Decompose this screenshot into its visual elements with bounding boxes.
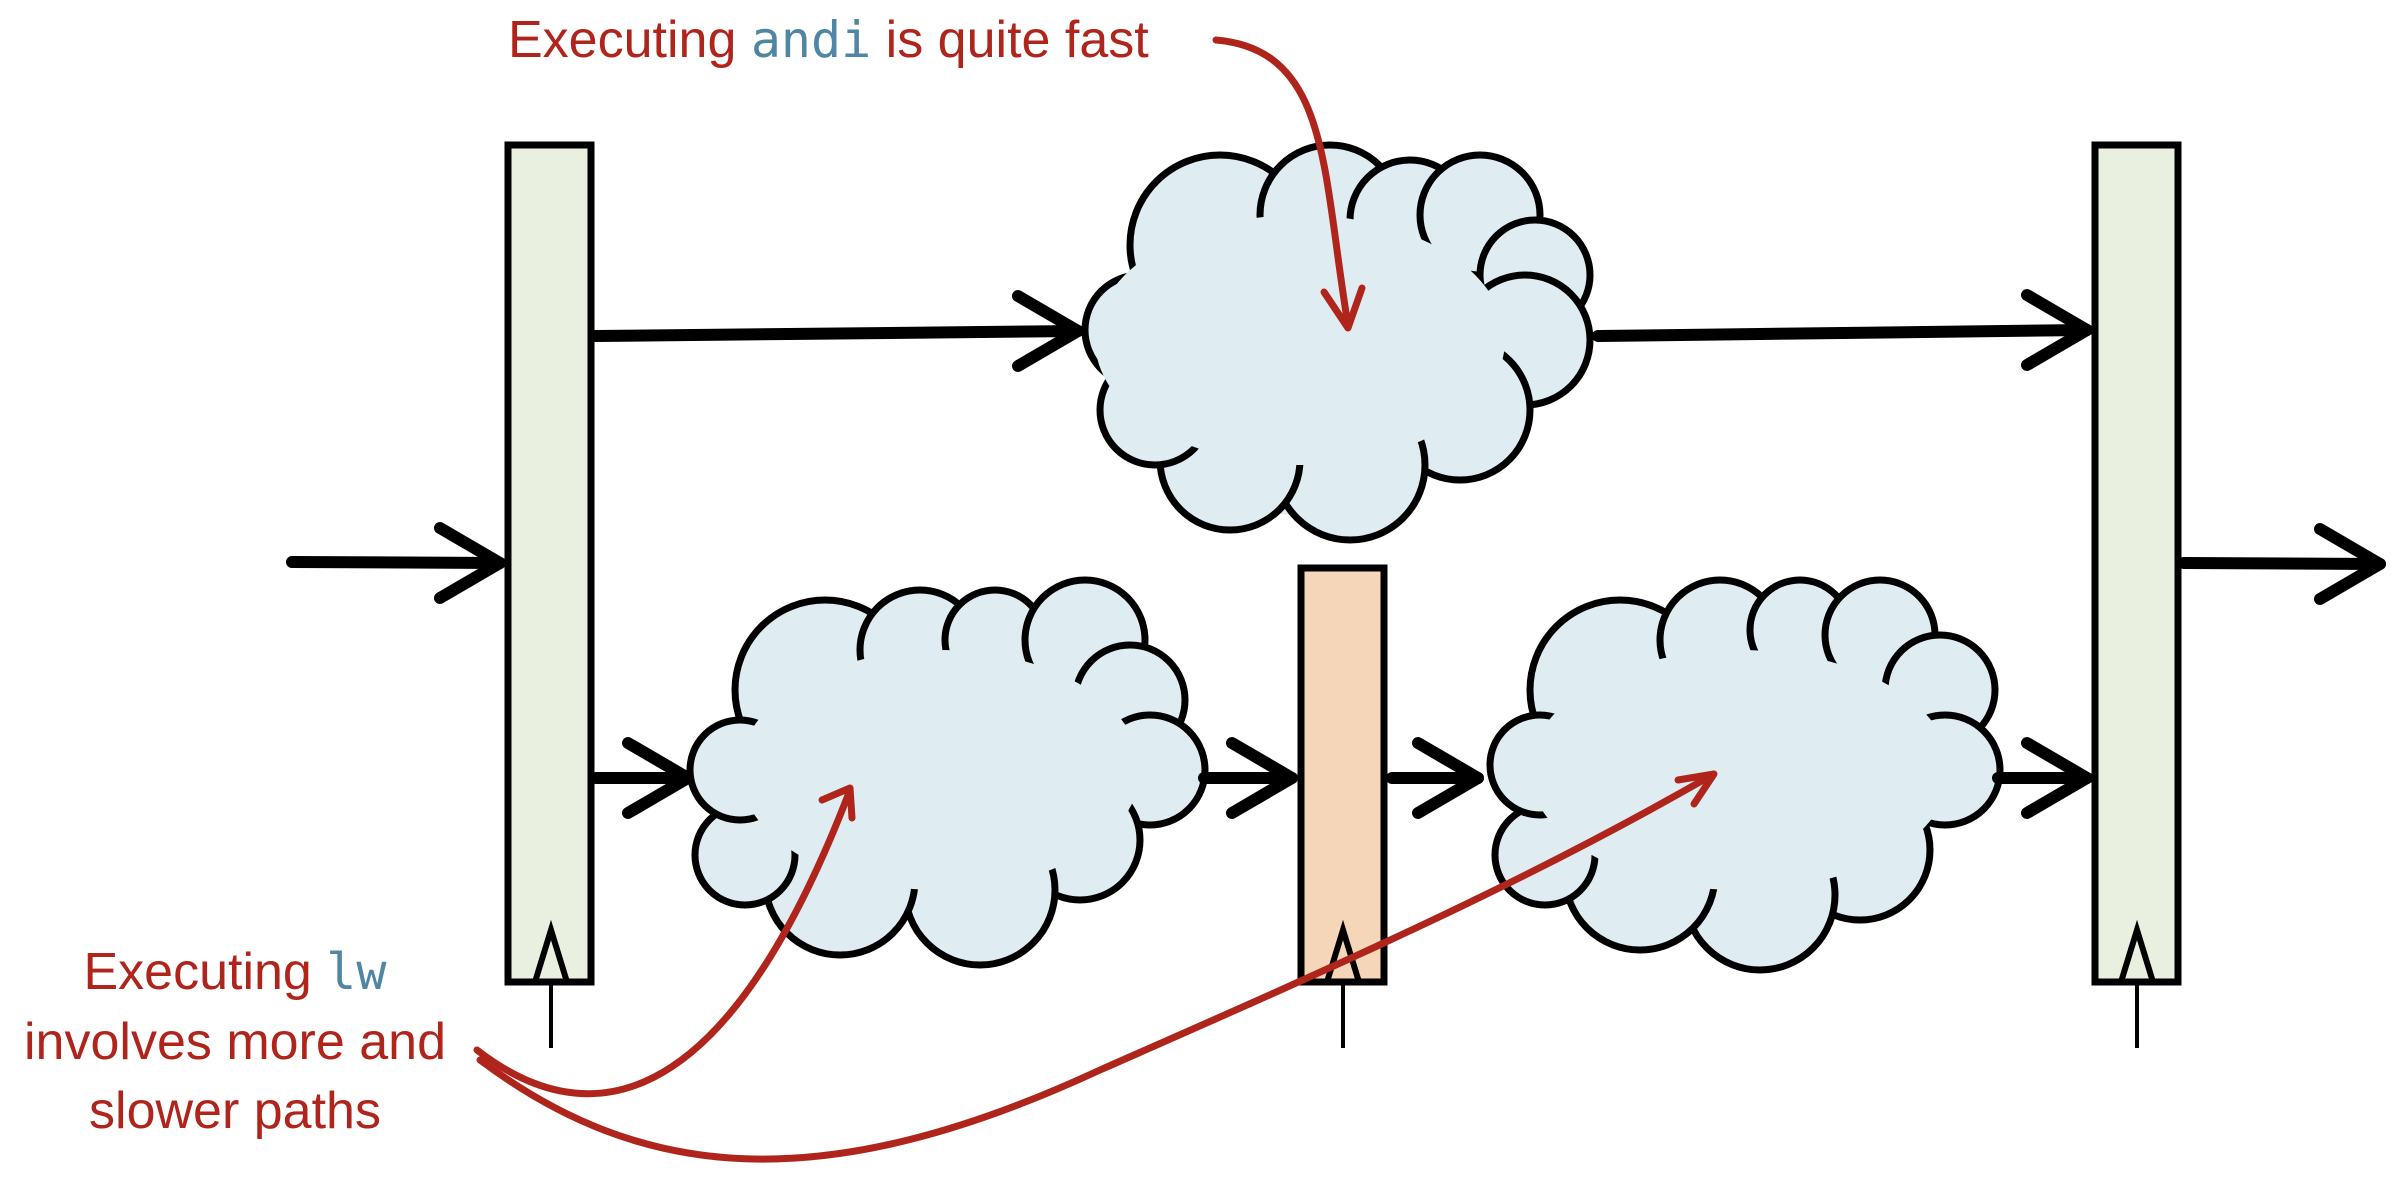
- bottom-left-logic-cloud: [686, 576, 1209, 969]
- annotation-arrow-lw-long: [476, 770, 1718, 1163]
- left-clock-marker: [532, 919, 570, 983]
- lw-annotation: Executing lw involves more and slower pa…: [0, 938, 470, 1147]
- lw-annotation-line3: slower paths: [89, 1082, 381, 1141]
- output-arrow: [2178, 523, 2386, 605]
- lw-annotation-prefix: Executing: [83, 943, 327, 1001]
- right-clock-marker: [2118, 919, 2156, 983]
- andi-annotation-prefix: Executing: [508, 11, 751, 69]
- arrow-from-top-cloud: [1592, 289, 2093, 371]
- input-arrow: [286, 522, 506, 604]
- annotation-arrow-lw-short: [473, 784, 856, 1098]
- signal-arrows: [286, 289, 2386, 819]
- left-pipeline-register: [504, 141, 595, 1048]
- arrow-to-middle-register: [1198, 737, 1298, 819]
- andi-code-label: andi: [750, 11, 872, 69]
- annotation-arrows: [473, 36, 1718, 1163]
- bottom-right-logic-cloud: [1486, 576, 2004, 974]
- arrow-to-right-register: [1992, 737, 2093, 819]
- andi-annotation: Executing andi is quite fast: [508, 6, 1149, 76]
- lw-code-label: lw: [326, 943, 387, 1001]
- right-pipeline-register: [2091, 141, 2182, 1048]
- lw-annotation-line2: involves more and: [24, 1012, 446, 1071]
- top-logic-cloud: [1081, 141, 1594, 544]
- lw-annotation-line1: Executing lw: [0, 938, 470, 1008]
- annotation-arrow-andi: [1212, 36, 1366, 332]
- arrow-to-top-cloud: [590, 290, 1084, 372]
- arrow-to-bottom-left-cloud: [590, 737, 694, 819]
- middle-pipeline-register: [1297, 564, 1388, 1048]
- arrow-to-bottom-right-cloud: [1386, 737, 1484, 819]
- andi-annotation-suffix: is quite fast: [871, 11, 1149, 69]
